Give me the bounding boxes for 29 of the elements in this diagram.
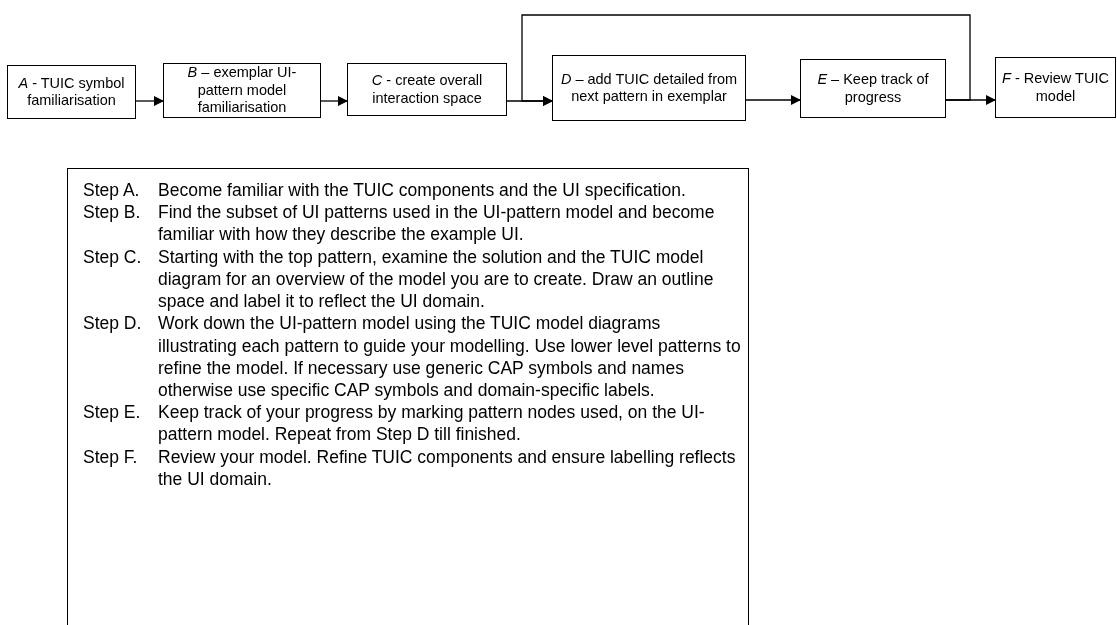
- step-label: Step C.: [83, 245, 143, 268]
- process-box: [995, 57, 1116, 118]
- process-box: [163, 63, 321, 118]
- process-box: [800, 59, 946, 118]
- box-label: E – Keep track of progress: [816, 71, 930, 106]
- feedback-arrow: [521, 14, 971, 106]
- process-box: [552, 55, 746, 121]
- process-box: [347, 63, 507, 116]
- step-description: Work down the UI-pattern model using the TUIC model diagrams illustrating each pattern to guide your modelling. Use lower level patterns to refine the model. If necessary use generic CAP symbols and names otherwise use specific CAP symbols and domain-specific labels.: [158, 312, 742, 402]
- box-label: B – exemplar UI-pattern model familiarisation: [186, 64, 298, 117]
- step-description: Keep track of your progress by marking pattern nodes used, on the UI-pattern model. Repeat from Step D till finished.: [158, 401, 706, 446]
- box-label: F - Review TUIC model: [1001, 70, 1110, 105]
- box-label: A - TUIC symbol familiarisation: [17, 74, 126, 110]
- step-description: Find the subset of UI patterns used in the UI-pattern model and become familiar with how they describe the example UI.: [158, 201, 716, 246]
- step-description: Review your model. Refine TUIC components and ensure labelling reflects the UI domain.: [158, 445, 737, 491]
- box-label: D – add TUIC detailed from next pattern in exemplar: [559, 70, 739, 106]
- step-label: Step A.: [83, 179, 141, 202]
- step-label: Step B.: [83, 201, 142, 224]
- step-label: Step E.: [83, 401, 142, 424]
- arrow: [745, 95, 801, 105]
- step-label: Step D.: [83, 312, 143, 335]
- box-label: C - create overall interaction space: [370, 72, 484, 107]
- step-label: Step F.: [83, 445, 139, 468]
- arrow: [320, 96, 348, 106]
- process-box: [7, 65, 136, 119]
- instructions-panel: [67, 168, 749, 625]
- step-description: Become familiar with the TUIC components and the UI specification.: [158, 179, 687, 202]
- arrow: [135, 96, 164, 106]
- step-description: Starting with the top pattern, examine the solution and the TUIC model diagram for an overview of the model you are to create. Draw an outline space and label it to reflect the UI domain.: [158, 245, 715, 313]
